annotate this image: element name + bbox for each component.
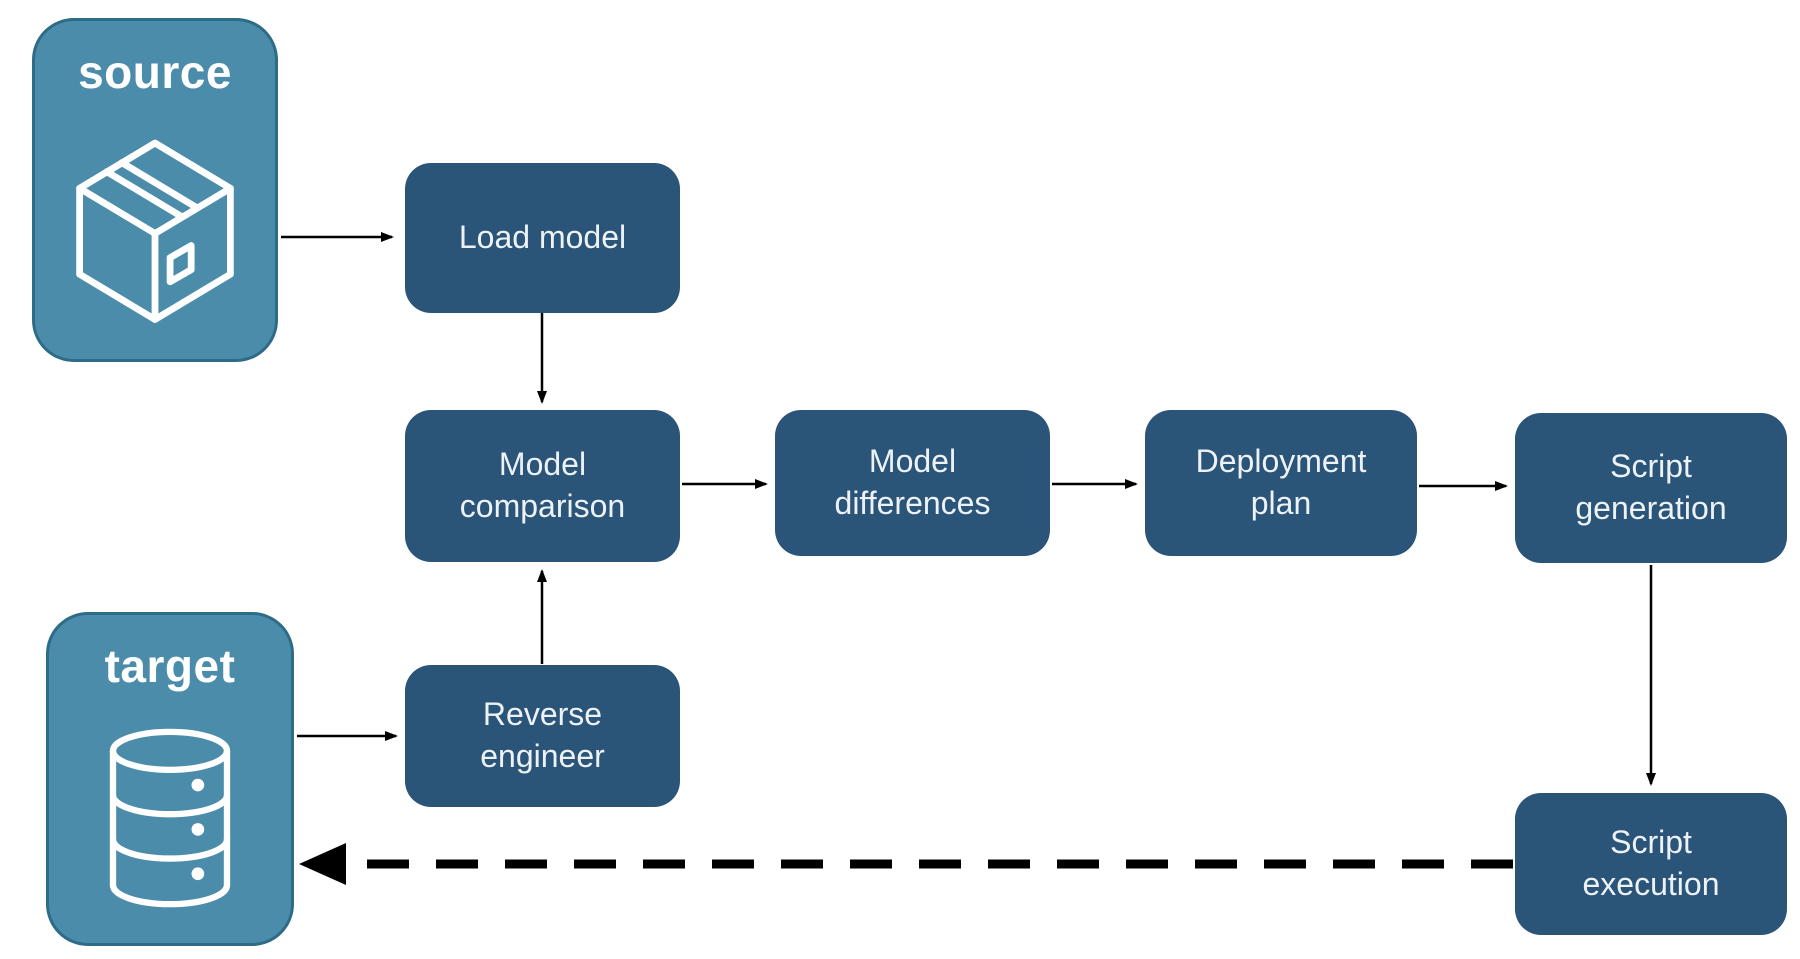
node-reverse-engineer: Reverse engineer <box>405 665 680 807</box>
database-icon <box>49 693 291 943</box>
node-model-differences: Model differences <box>775 410 1050 556</box>
node-script-execution: Script execution <box>1515 793 1787 935</box>
source-container: source <box>32 18 278 362</box>
node-load-model: Load model <box>405 163 680 313</box>
package-icon <box>35 99 275 359</box>
node-load-model-label: Load model <box>458 219 627 256</box>
dashed-arrowhead <box>299 843 346 885</box>
node-model-differences-label: Model differences <box>834 443 991 521</box>
target-label: target <box>104 640 236 692</box>
source-label: source <box>78 46 232 98</box>
node-deployment-plan: Deployment plan <box>1145 410 1417 556</box>
node-script-generation: Script generation <box>1515 413 1787 563</box>
node-model-comparison: Model comparison <box>405 410 680 562</box>
node-script-generation-label: Script generation <box>1575 448 1727 526</box>
node-reverse-engineer-label: Reverse engineer <box>480 696 605 774</box>
node-deployment-plan-label: Deployment plan <box>1195 443 1367 521</box>
target-container: target <box>46 612 294 946</box>
node-script-execution-label: Script execution <box>1582 824 1720 902</box>
node-model-comparison-label: Model comparison <box>459 446 626 524</box>
